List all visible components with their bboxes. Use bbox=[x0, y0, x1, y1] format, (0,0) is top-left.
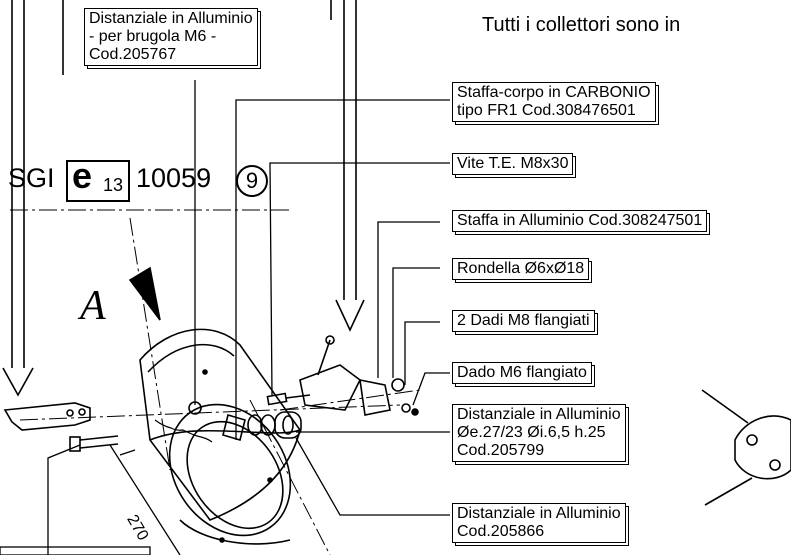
e-mark-number: 13 bbox=[103, 175, 124, 195]
brand-mark: SGI bbox=[8, 163, 55, 193]
label-staffa-carbonio: Staffa-corpo in CARBONIO tipo FR1 Cod.30… bbox=[452, 82, 656, 122]
endcap-detail bbox=[701, 389, 791, 506]
label-rondella: Rondella Ø6xØ18 bbox=[452, 258, 590, 280]
center-assembly-arrow bbox=[335, 0, 365, 332]
bolt-left bbox=[69, 435, 119, 452]
view-label: A bbox=[80, 283, 106, 329]
approval-number: 10059 bbox=[136, 163, 212, 193]
label-distanziale-25: Distanziale in Alluminio Øe.27/23 Øi.6,5… bbox=[452, 404, 626, 462]
label-staffa-alluminio: Staffa in Alluminio Cod.308247501 bbox=[452, 210, 708, 232]
circled-number: 9 bbox=[236, 165, 268, 197]
label-distanziale-brugola: Distanziale in Alluminio - per brugola M… bbox=[84, 8, 258, 66]
silencer-body bbox=[139, 328, 301, 545]
label-dado-m6: Dado M6 flangiato bbox=[452, 362, 592, 384]
page-title: Tutti i collettori sono in bbox=[482, 14, 681, 36]
view-arrow-icon bbox=[128, 266, 161, 321]
label-distanziale-205866: Distanziale in Alluminio Cod.205866 bbox=[452, 503, 626, 543]
label-vite: Vite T.E. M8x30 bbox=[452, 153, 574, 175]
left-assembly-arrow bbox=[2, 0, 34, 397]
label-dadi-m8: 2 Dadi M8 flangiati bbox=[452, 310, 595, 332]
hardware-parts bbox=[222, 335, 419, 442]
e-mark-letter: e bbox=[72, 155, 93, 196]
hanger-tab bbox=[3, 402, 91, 431]
e-mark-box bbox=[66, 160, 130, 202]
